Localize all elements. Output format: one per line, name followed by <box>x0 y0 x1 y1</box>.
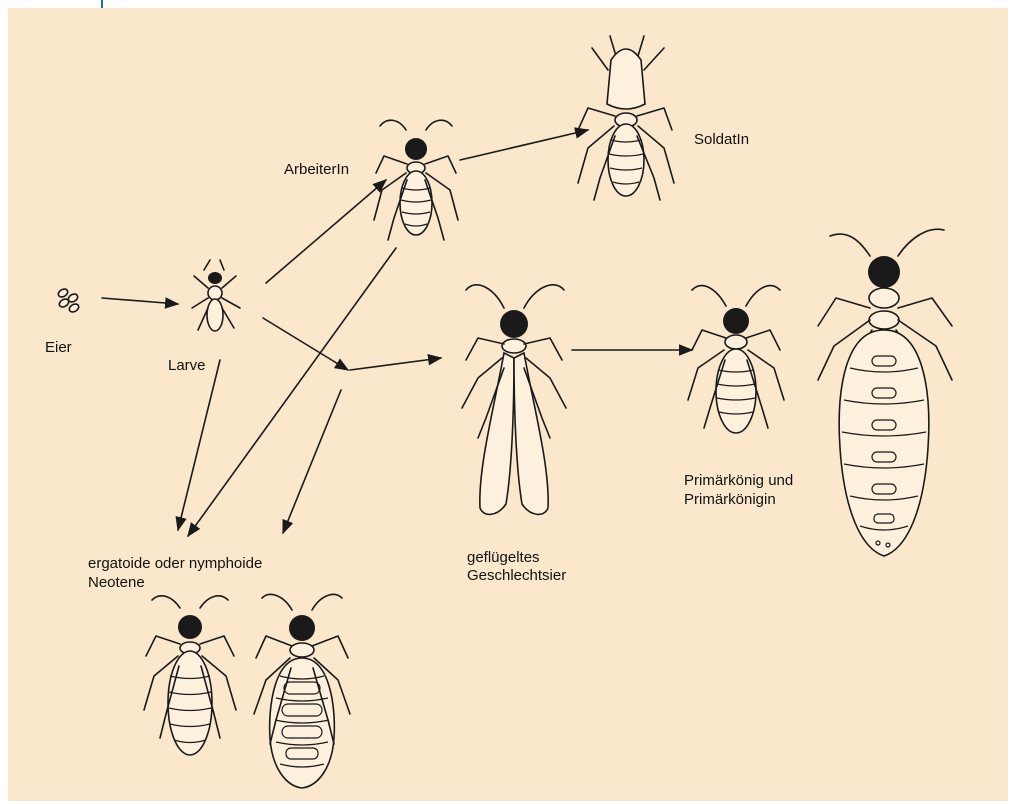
label-soldier: SoldatIn <box>694 130 749 150</box>
termite-lifecycle-diagram: Eier Larve ArbeiterIn SoldatIn geflügelt… <box>8 8 1008 801</box>
label-winged-line1: geflügeltes <box>467 548 540 568</box>
larva-illustration <box>192 260 240 331</box>
label-royals-line1: Primärkönig und <box>684 471 793 491</box>
label-winged-line2: Geschlechtsier <box>467 566 566 586</box>
arrow-nymph-to-winged <box>350 358 441 370</box>
arrow-larva-to-nymph <box>263 318 348 370</box>
label-eggs: Eier <box>45 338 72 358</box>
label-neotenes-line2: Neotene <box>88 573 145 593</box>
primary-king-illustration <box>688 286 784 433</box>
primary-queen-illustration <box>818 229 952 556</box>
winged-reproductive-illustration <box>462 285 566 515</box>
arrow-larva-to-neotene <box>178 360 220 530</box>
arrow-worker-to-soldier <box>460 130 588 160</box>
label-larva: Larve <box>168 356 206 376</box>
label-worker: ArbeiterIn <box>284 160 349 180</box>
lifecycle-arrows <box>102 130 692 536</box>
eggs-illustration <box>57 287 80 313</box>
arrow-nymph-to-nymphoid <box>283 390 341 533</box>
top-border <box>0 0 1019 8</box>
arrow-larva-to-worker <box>266 180 386 283</box>
label-royals-line2: Primärkönigin <box>684 490 776 510</box>
diagram-canvas <box>8 8 1008 801</box>
ergatoid-neotene-illustration <box>144 596 236 755</box>
nymphoid-neotene-illustration <box>254 594 350 788</box>
label-neotenes-line1: ergatoide oder nymphoide <box>88 554 262 574</box>
arrow-eggs-to-larva <box>102 298 178 304</box>
soldier-illustration <box>578 36 674 200</box>
